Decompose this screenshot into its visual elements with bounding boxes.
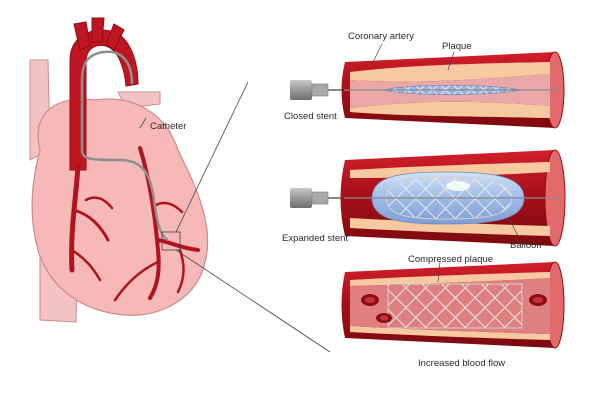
catheter-pointer xyxy=(139,117,147,129)
blood-cells xyxy=(361,294,547,323)
label-compressed-plaque: Compressed plaque xyxy=(408,254,493,265)
label-catheter: Catheter xyxy=(150,121,186,132)
expanded-stent-panel xyxy=(290,149,566,247)
label-coronary-artery: Coronary artery xyxy=(348,31,414,42)
plaque-bottom-2 xyxy=(350,218,550,236)
catheter-handle-2 xyxy=(290,188,312,208)
aorta-branch-2 xyxy=(91,17,105,43)
callout-line-bottom xyxy=(175,249,331,353)
catheter-line xyxy=(80,50,169,242)
label-increased-blood-flow: Increased blood flow xyxy=(418,358,505,369)
plaque-top-3 xyxy=(350,272,550,286)
plaque-bottom-3 xyxy=(350,326,550,340)
plaque-top-2 xyxy=(350,162,550,178)
label-leaders xyxy=(371,43,519,283)
plaque-top-1 xyxy=(350,62,550,82)
deployed-stent xyxy=(387,283,523,329)
callout-line-top xyxy=(175,81,249,233)
aorta-branch-3 xyxy=(105,23,125,51)
label-balloon: Balloon xyxy=(510,240,542,251)
label-plaque: Plaque xyxy=(442,41,472,52)
heart-illustration xyxy=(29,17,209,323)
catheter-handle-1 xyxy=(290,80,312,100)
compressed-plaque-panel xyxy=(341,261,565,349)
zoom-box xyxy=(161,231,181,251)
plaque-bottom-1 xyxy=(350,101,550,118)
closed-stent-panel xyxy=(290,51,565,129)
label-closed-stent: Closed stent xyxy=(284,111,337,122)
label-expanded-stent: Expanded stent xyxy=(282,233,348,244)
aorta-branch-1 xyxy=(73,21,91,51)
